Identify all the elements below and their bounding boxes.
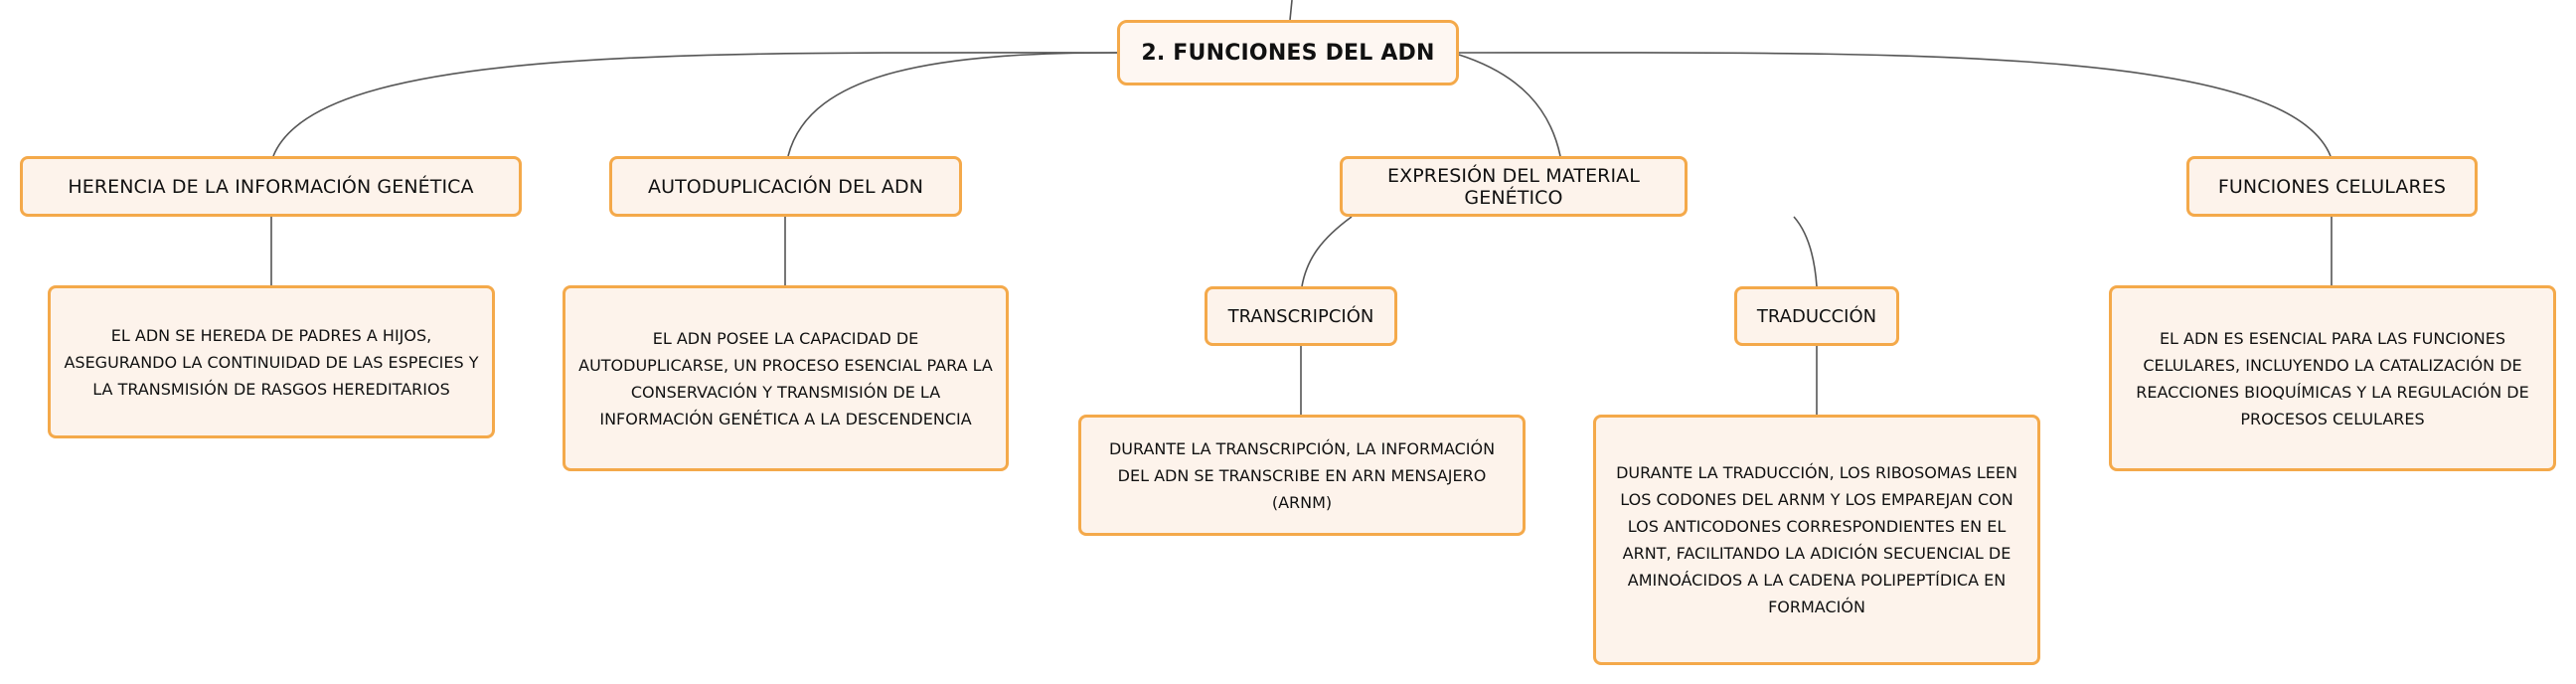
topic-expresion[interactable]: EXPRESIÓN DEL MATERIAL GENÉTICO bbox=[1340, 156, 1688, 217]
connector-root-parent bbox=[1289, 0, 1293, 21]
connector-root-herencia bbox=[272, 52, 1118, 157]
connector-expresion-transcripcion bbox=[1301, 216, 1353, 287]
topic-autoduplicacion[interactable]: AUTODUPLICACIÓN DEL ADN bbox=[609, 156, 962, 217]
subtopic-traduccion[interactable]: TRADUCCIÓN bbox=[1734, 286, 1899, 346]
topic-herencia[interactable]: HERENCIA DE LA INFORMACIÓN GENÉTICA bbox=[20, 156, 522, 217]
topic-label: FUNCIONES CELULARES bbox=[2217, 175, 2447, 198]
topic-label: AUTODUPLICACIÓN DEL ADN bbox=[647, 175, 924, 198]
detail-traduccion[interactable]: DURANTE LA TRADUCCIÓN, LOS RIBOSOMAS LEE… bbox=[1593, 415, 2040, 665]
connector-root-funciones bbox=[1458, 52, 2332, 157]
detail-text: DURANTE LA TRADUCCIÓN, LOS RIBOSOMAS LEE… bbox=[1616, 463, 2017, 616]
root-node[interactable]: 2. FUNCIONES DEL ADN bbox=[1117, 20, 1459, 86]
detail-text: EL ADN SE HEREDA DE PADRES A HIJOS, ASEG… bbox=[64, 325, 479, 399]
detail-text: EL ADN ES ESENCIAL PARA LAS FUNCIONES CE… bbox=[2136, 328, 2529, 428]
topic-label: HERENCIA DE LA INFORMACIÓN GENÉTICA bbox=[68, 175, 474, 198]
detail-herencia[interactable]: EL ADN SE HEREDA DE PADRES A HIJOS, ASEG… bbox=[48, 285, 495, 438]
detail-autoduplicacion[interactable]: EL ADN POSEE LA CAPACIDAD DE AUTODUPLICA… bbox=[563, 285, 1009, 471]
subtopic-label: TRADUCCIÓN bbox=[1756, 305, 1877, 327]
connector-root-expresion bbox=[1458, 54, 1561, 157]
connector-expresion-traduccion bbox=[1793, 216, 1818, 287]
detail-text: EL ADN POSEE LA CAPACIDAD DE AUTODUPLICA… bbox=[578, 328, 993, 428]
detail-funciones-celulares[interactable]: EL ADN ES ESENCIAL PARA LAS FUNCIONES CE… bbox=[2109, 285, 2556, 471]
connector-root-autodup bbox=[787, 52, 1118, 157]
subtopic-transcripcion[interactable]: TRANSCRIPCIÓN bbox=[1205, 286, 1397, 346]
detail-transcripcion[interactable]: DURANTE LA TRANSCRIPCIÓN, LA INFORMACIÓN… bbox=[1078, 415, 1526, 536]
root-label: 2. FUNCIONES DEL ADN bbox=[1141, 40, 1435, 66]
topic-funciones-celulares[interactable]: FUNCIONES CELULARES bbox=[2186, 156, 2478, 217]
detail-text: DURANTE LA TRANSCRIPCIÓN, LA INFORMACIÓN… bbox=[1108, 438, 1496, 512]
subtopic-label: TRANSCRIPCIÓN bbox=[1227, 305, 1374, 327]
topic-label: EXPRESIÓN DEL MATERIAL GENÉTICO bbox=[1387, 164, 1640, 209]
